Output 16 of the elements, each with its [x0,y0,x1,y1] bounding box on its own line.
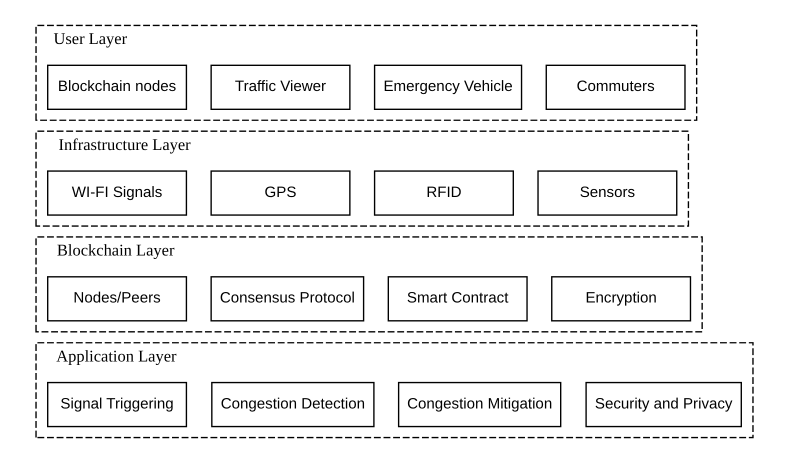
node-box: Blockchain nodes [46,64,187,110]
node-box: Nodes/Peers [46,276,187,321]
node-box: WI-FI Signals [46,170,187,216]
node-box: Sensors [536,170,677,216]
node-box: Signal Triggering [46,381,187,427]
node-box: Smart Contract [387,276,528,321]
node-box: Security and Privacy [584,381,742,427]
node-box: Congestion Mitigation [397,381,561,427]
node-box: Encryption [550,276,691,321]
node-box: Commuters [545,64,686,110]
node-box: Traffic Viewer [210,64,350,110]
node-box: GPS [210,170,350,216]
node-box: Congestion Detection [210,381,374,427]
node-box: RFID [373,170,514,216]
node-box: Emergency Vehicle [373,64,522,110]
node-box: Consensus Protocol [210,276,364,321]
